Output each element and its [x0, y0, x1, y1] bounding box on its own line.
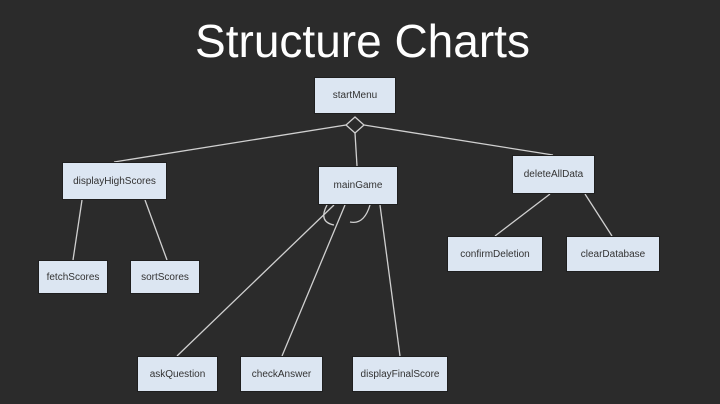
- connector: [379, 204, 401, 357]
- connector: [494, 193, 551, 237]
- node-confirmDeletion: confirmDeletion: [447, 236, 543, 272]
- connector: [354, 132, 358, 167]
- node-mainGame: mainGame: [318, 166, 398, 205]
- connector: [113, 124, 347, 163]
- connector: [72, 199, 83, 261]
- node-sortScores: sortScores: [130, 260, 200, 294]
- node-displayFinalScore: displayFinalScore: [352, 356, 448, 392]
- connector: [363, 124, 554, 156]
- node-startMenu: startMenu: [314, 77, 396, 114]
- node-fetchScores: fetchScores: [38, 260, 108, 294]
- slide-title: Structure Charts: [195, 15, 530, 67]
- connector: [176, 204, 335, 357]
- node-displayHighScores: displayHighScores: [62, 162, 167, 200]
- node-checkAnswer: checkAnswer: [240, 356, 323, 392]
- iteration-loop: [323, 204, 371, 226]
- connector: [144, 199, 168, 261]
- connector: [281, 204, 346, 357]
- node-askQuestion: askQuestion: [137, 356, 218, 392]
- selection-diamond: [345, 116, 365, 134]
- connector: [584, 193, 613, 237]
- node-deleteAllData: deleteAllData: [512, 155, 595, 194]
- node-clearDatabase: clearDatabase: [566, 236, 660, 272]
